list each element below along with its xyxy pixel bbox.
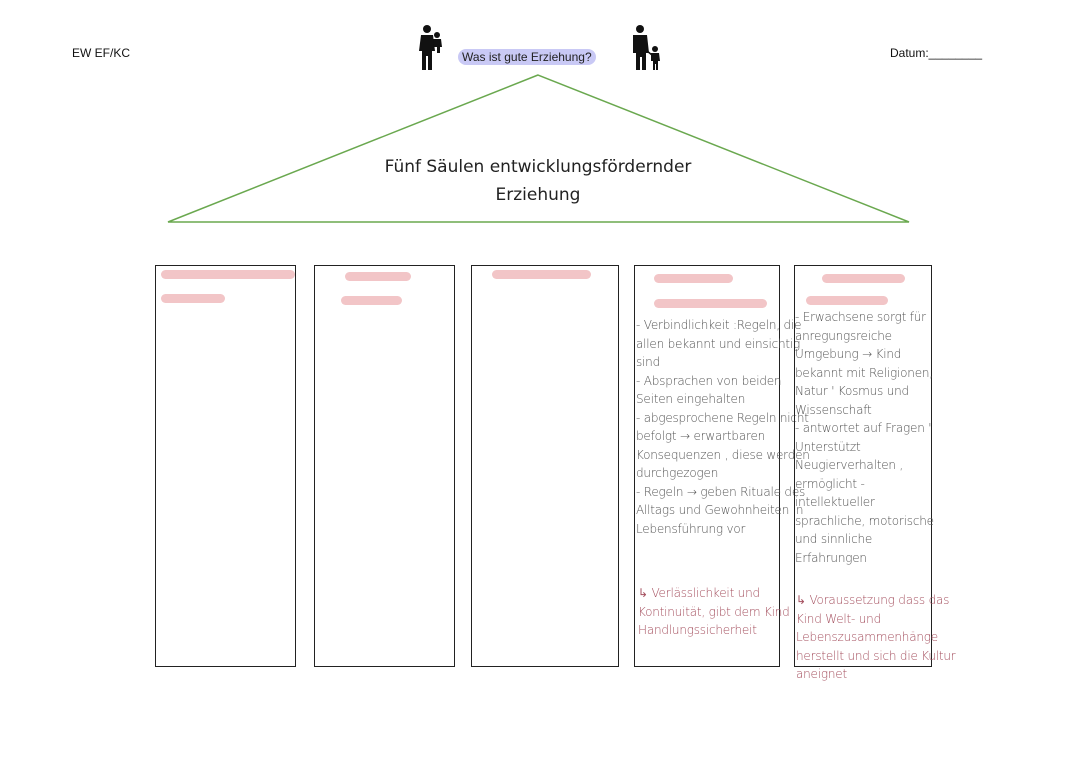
pillar-4-notes: - Verbindlichkeit :Regeln, die allen bek…	[636, 318, 810, 536]
pillar-4: - Verbindlichkeit :Regeln, die allen bek…	[634, 265, 810, 667]
highlight-stroke	[161, 270, 295, 279]
worksheet-title: Was ist gute Erziehung?	[458, 49, 596, 65]
highlight-stroke	[161, 294, 225, 303]
pillar-3	[471, 265, 619, 667]
highlight-stroke	[345, 272, 411, 281]
parent-with-child-icon	[633, 25, 660, 70]
pillar-1	[155, 265, 296, 667]
roof-title-line1: Fünf Säulen entwicklungsfördernder	[384, 157, 692, 177]
highlight-stroke	[341, 296, 402, 305]
pillar-5-notes: - Erwachsene sorgt für anregungsreiche U…	[795, 310, 934, 565]
pillar-2	[314, 265, 455, 667]
parent-carrying-child-icon	[419, 25, 442, 70]
highlight-stroke	[806, 296, 888, 305]
pillar-5: - Erwachsene sorgt für anregungsreiche U…	[794, 265, 956, 681]
highlight-stroke	[654, 299, 767, 308]
pillar-5-conclusion: ↳ Voraussetzung dass das Kind Welt- und …	[796, 593, 956, 681]
highlight-stroke	[492, 270, 591, 279]
course-label: EW EF/KC	[72, 46, 131, 60]
pillar-4-conclusion: ↳ Verlässlichkeit und Kontinuität, gibt …	[638, 586, 790, 637]
highlight-stroke	[654, 274, 733, 283]
date-field: Datum:________	[890, 46, 983, 60]
roof-title-line2: Erziehung	[495, 185, 581, 205]
highlight-stroke	[822, 274, 905, 283]
